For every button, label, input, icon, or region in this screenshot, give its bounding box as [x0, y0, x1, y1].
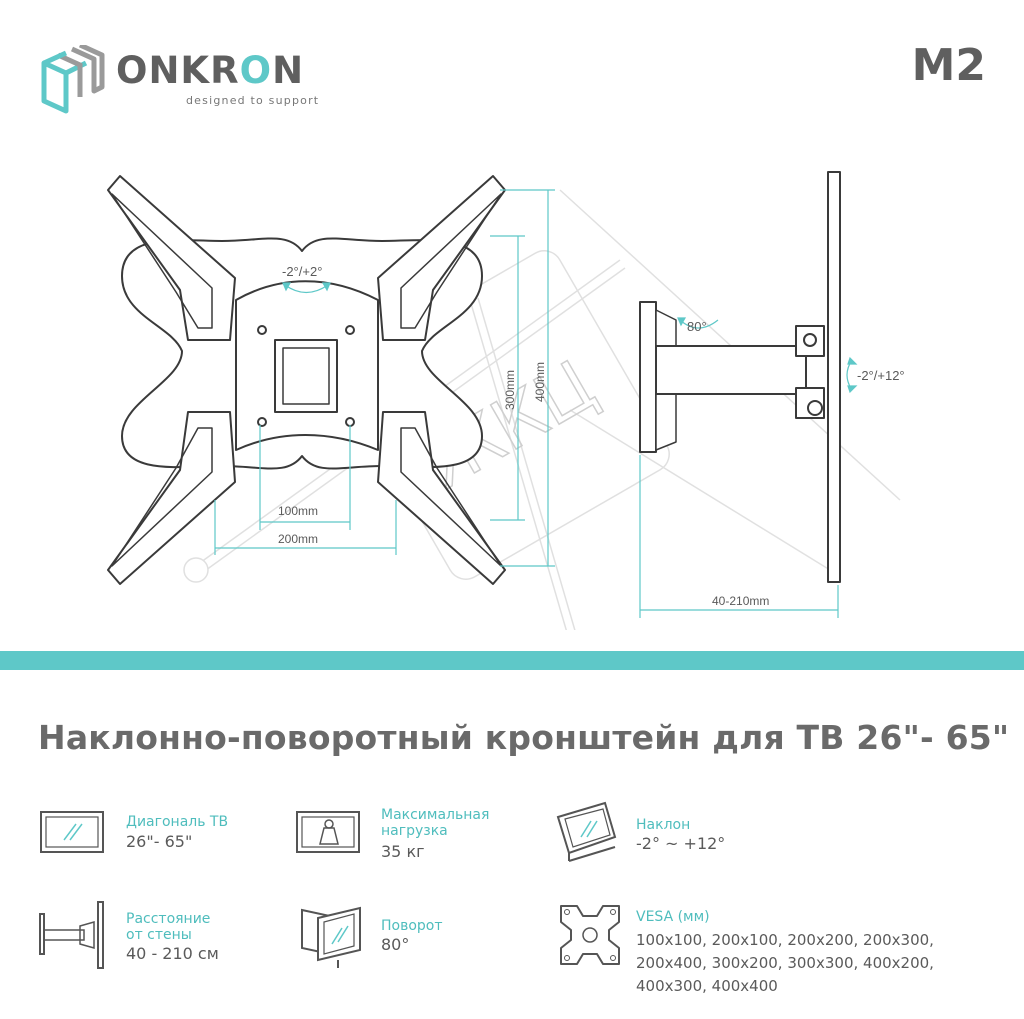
dim-100-label: 100mm: [278, 504, 318, 518]
vesa-label: VESA (мм): [636, 909, 710, 925]
distance-value: 40 - 210 см: [126, 944, 219, 963]
side-distance-label: 40-210mm: [712, 594, 769, 608]
bracket-front-view: [107, 175, 506, 585]
swivel-label: Поворот: [381, 918, 443, 934]
front-tilt-label: -2°/+2°: [282, 264, 322, 279]
load-label-line2: нагрузка: [381, 823, 448, 839]
vesa-values: 100x100, 200x100, 200x200, 200x300, 200x…: [636, 929, 956, 998]
diagonal-value: 26"- 65": [126, 832, 193, 851]
vesa-plate-icon: [560, 905, 620, 965]
load-label-line1: Максимальная: [381, 807, 490, 823]
side-tilt-label: -2°/+12°: [857, 368, 905, 383]
bracket-side-view: [639, 171, 841, 583]
dim-300-label: 300mm: [503, 370, 517, 410]
model-name: M2: [911, 40, 986, 91]
brand-name: ONKRON: [116, 49, 305, 92]
brand-tagline: designed to support: [186, 94, 320, 107]
vesa-values-line2: 200x400, 300x200, 300x300, 400x200,: [636, 954, 934, 972]
technical-drawings: ЖКЦ -2°/+2° 100mm 2: [107, 171, 905, 630]
tilt-value: -2° ~ +12°: [636, 834, 726, 853]
distance-label-line2: от стены: [126, 927, 192, 943]
side-dimension-lines: [639, 317, 858, 618]
weight-icon: [296, 811, 360, 853]
side-swivel-label: 80°: [687, 319, 707, 334]
dim-200-label: 200mm: [278, 532, 318, 546]
dim-400-label: 400mm: [533, 362, 547, 402]
tv-screen-icon: [40, 811, 104, 853]
load-value: 35 кг: [381, 842, 425, 861]
product-title: Наклонно-поворотный кронштейн для ТВ 26"…: [38, 718, 1010, 757]
vesa-values-line3: 400x300, 400x400: [636, 977, 778, 995]
diagonal-label: Диагональ ТВ: [126, 814, 229, 830]
vesa-values-line1: 100x100, 200x100, 200x200, 200x300,: [636, 931, 934, 949]
tilt-screen-icon: [556, 801, 617, 862]
tilt-label: Наклон: [636, 817, 691, 833]
swivel-value: 80°: [381, 935, 410, 954]
distance-label-line1: Расстояние: [126, 911, 211, 927]
swivel-screen-icon: [301, 906, 361, 968]
accent-band: [0, 651, 1024, 670]
wall-arm-icon: [39, 901, 104, 969]
onkron-logo-icon: [41, 45, 105, 114]
front-dimension-lines: [214, 189, 555, 567]
